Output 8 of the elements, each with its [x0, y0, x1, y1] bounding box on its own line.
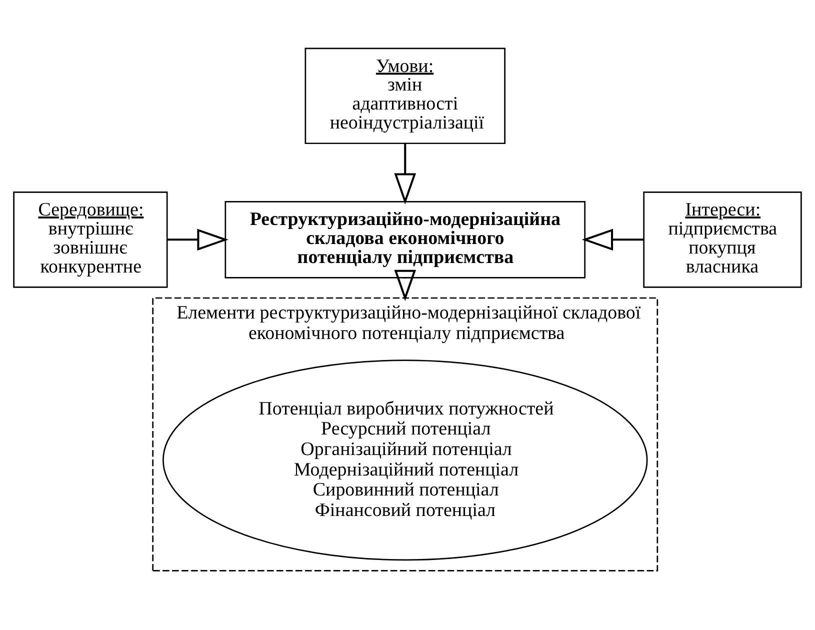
- arrow: [394, 143, 416, 204]
- arrow: [394, 270, 416, 302]
- arrow: [167, 228, 228, 251]
- node-box: Інтереси: підприємства покупця власника: [643, 192, 802, 288]
- node-ellipse: Потенціал виробничих потужностей Ресурсний потенціал Організаційний потенціал Модернізаційний потенціал Сировинний потенціал Фінансовий потенціал: [162, 360, 648, 561]
- node-box: Середовище: внутрішнє зовнішнє конкурентне: [13, 192, 168, 288]
- node-box: Умови: змін адаптивності неоіндустріалізації: [304, 48, 506, 144]
- arrow: [582, 228, 644, 251]
